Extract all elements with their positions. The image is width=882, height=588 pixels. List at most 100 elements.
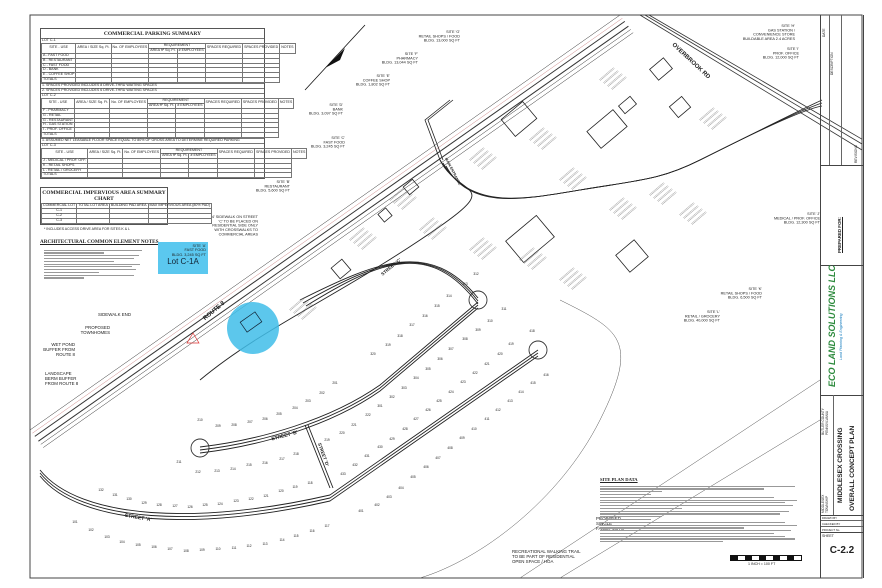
lot-number: 421 (484, 362, 490, 366)
lot-number: 424 (448, 390, 454, 394)
lot-number: 220 (339, 431, 345, 435)
parking-stalls (361, 236, 377, 250)
table-subheader: AREA ft² Sq. Ft. (148, 47, 178, 54)
road-network (29, 14, 863, 579)
north-arrow-icon (304, 24, 366, 91)
route-8-line (32, 17, 623, 434)
lot-number: 216 (262, 461, 268, 465)
lot-number: 426 (425, 408, 431, 412)
plan-marks (186, 24, 727, 344)
lot-number: 106 (151, 545, 157, 549)
lot-number: 433 (340, 472, 346, 476)
lot-number: 109 (199, 548, 205, 552)
lot-number: 403 (386, 495, 392, 499)
internal-road (445, 105, 823, 199)
site-j-building (615, 239, 649, 273)
parking-stalls (297, 303, 313, 317)
road-label-main-entrance: MAIN ENTRANCE (444, 157, 462, 186)
lot-number: 115 (293, 534, 298, 538)
lot-number: 128 (156, 503, 162, 507)
table-header: SITE - USE (40, 97, 76, 109)
lot-number: 211 (176, 460, 181, 464)
label-line: BLDG. 5,600 SQ FT (256, 189, 291, 193)
site-l-building (505, 214, 555, 264)
property-line (519, 379, 821, 579)
drawing-info-block: DRAWN BY CHECKED BY PROJECT No. SHEET C-… (821, 515, 863, 556)
parking-stalls (289, 297, 305, 311)
road-label-street-c: STREET 'C' (380, 257, 402, 277)
internal-road (442, 102, 823, 199)
lot-number: 201 (332, 381, 338, 385)
lot-number: 419 (508, 342, 514, 346)
label-line: BLDG. 3,097 SQ FT (309, 112, 344, 116)
parking-stalls (683, 205, 699, 219)
label-line: OPEN SPACE / HOA (512, 559, 553, 564)
impervious-header: BUILDING PAD AREA (108, 203, 149, 210)
parking-stalls (599, 67, 615, 81)
lot-number: 101 (72, 520, 78, 524)
parking-stalls (469, 237, 485, 251)
parking-stalls (477, 153, 493, 167)
lot-number: 402 (374, 503, 380, 507)
project-name: MIDDLESEX CROSSING (837, 427, 844, 503)
lot-number: 213 (214, 469, 220, 473)
lot-number: 121 (263, 494, 269, 498)
table-subheader: # EMPLOYEES (175, 102, 205, 109)
lot-number: 209 (215, 424, 221, 428)
table-header: NOTES (291, 147, 308, 159)
parking-stalls (397, 193, 413, 207)
lot-number: 217 (279, 457, 285, 461)
lot-number: 315 (434, 304, 440, 308)
lot-number: 114 (279, 538, 284, 542)
label-line: FAST FOOD (324, 140, 346, 144)
label-line: SITE 'F' (405, 52, 419, 56)
lot-number: 219 (324, 438, 330, 442)
label-line: PROPOSED (596, 516, 621, 521)
site-c-building (377, 207, 393, 223)
table-header: AREA / SIZE Sq. Ft. (74, 97, 111, 109)
parking-stalls (401, 196, 417, 210)
route-8-line (29, 14, 621, 431)
street-a (39, 355, 539, 520)
prepared-for-label: PREPARED FOR: (837, 216, 842, 253)
lot-number: 124 (217, 502, 223, 506)
table-header: SITE - USE (40, 42, 77, 54)
table-header: SPACES PROVIDED (242, 42, 281, 54)
lot-number: 207 (247, 420, 253, 424)
impervious-header: TOTAL LOT AREA (76, 203, 110, 210)
parking-stalls (431, 226, 447, 240)
lot-number: 418 (529, 329, 535, 333)
table-subheader: # EMPLOYEES (176, 47, 206, 54)
site-a-line: BLDG. 3,245 SQ FT (171, 252, 206, 257)
table-row: D - BANK (40, 67, 296, 74)
street-b (199, 301, 479, 448)
lot-number: 102 (88, 528, 94, 532)
lot-number: 313 (462, 282, 468, 286)
lot-number: 125 (202, 503, 208, 507)
table-subheader: # EMPLOYEES (188, 152, 218, 159)
label-line: SITE 'I' (787, 47, 799, 51)
lot-number: 305 (425, 367, 431, 371)
table-row: TOTALS (40, 77, 296, 84)
revisions-label: REVISIONS (854, 145, 858, 163)
route-8-line (43, 32, 634, 448)
label-line: SINGLE (596, 521, 612, 526)
lot-number: 122 (248, 497, 254, 501)
parking-stalls (571, 276, 587, 290)
lot-number: 130 (126, 497, 132, 501)
lot-number: 129 (141, 501, 147, 505)
site-use-cell: TOTALS (40, 77, 77, 84)
table-header: AREA / SIZE Sq. Ft. (87, 147, 124, 159)
lot-number: 319 (385, 343, 391, 347)
road-label-street-a: STREET 'A' (124, 513, 152, 524)
label-line: COFFEE SHOP (363, 78, 391, 82)
label-line: LANDSCAPE (45, 371, 72, 376)
label-line: WET POND (51, 342, 75, 347)
project-title-block: BUTLER COUNTY PENNSYLVANIA MIDDLESEX TOW… (821, 395, 863, 516)
label-line: BUFFER FROM (43, 347, 75, 352)
